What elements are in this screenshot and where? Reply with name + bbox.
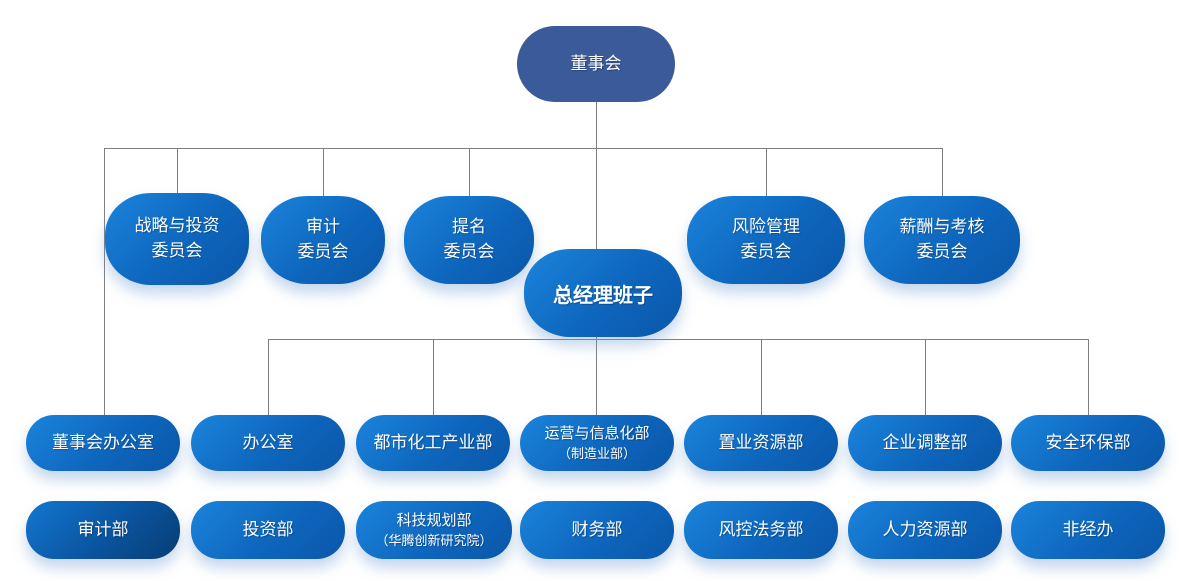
node-urban-chemical-industry-dept: 都市化工产业部 (356, 415, 510, 471)
connector-drop-compensation-committee (942, 148, 943, 196)
node-hr-dept: 人力资源部 (848, 501, 1002, 559)
node-sublabel: （制造业部） (557, 446, 636, 462)
node-label: 非经办 (1062, 519, 1114, 539)
node-label: 审计 (306, 217, 340, 237)
connector-drop-risk-committee (766, 148, 767, 196)
node-tech-planning-dept: 科技规划部 （华腾创新研究院） (356, 501, 512, 559)
node-safety-environment-dept: 安全环保部 (1011, 415, 1165, 471)
node-label: 财务部 (571, 519, 623, 539)
node-label: 董事会办公室 (52, 432, 154, 452)
node-board-office: 董事会办公室 (26, 415, 180, 471)
connector-drop-gm (596, 148, 597, 249)
node-label: 企业调整部 (882, 432, 968, 452)
node-audit-committee: 审计 委员会 (261, 196, 385, 284)
node-label-line2: 委员会 (443, 242, 495, 261)
node-board: 董事会 (517, 26, 675, 102)
connector-drop-urban-chemical (433, 339, 434, 415)
node-label: 战略与投资 (134, 216, 220, 236)
connector-mid-horizontal (268, 339, 1088, 340)
node-risk-legal-dept: 风控法务部 (684, 501, 838, 559)
node-operations-informatization-dept: 运营与信息化部 （制造业部） (520, 415, 674, 471)
node-strategy-investment-committee: 战略与投资 委员会 (105, 193, 249, 285)
node-label: 风控法务部 (718, 519, 804, 539)
connector-root-down (596, 102, 597, 148)
node-label: 运营与信息化部 (544, 425, 650, 443)
node-label: 都市化工产业部 (373, 432, 493, 452)
node-investment-dept: 投资部 (191, 501, 345, 559)
node-label: 董事会 (570, 53, 622, 73)
connector-drop-audit-committee (323, 148, 324, 196)
node-audit-dept: 审计部 (26, 501, 180, 559)
connector-drop-office (268, 339, 269, 415)
node-label: 置业资源部 (718, 432, 804, 452)
node-label: 科技规划部 (396, 512, 472, 530)
node-label: 投资部 (242, 519, 294, 539)
node-realty-resources-dept: 置业资源部 (684, 415, 838, 471)
node-label-line2: 委员会 (297, 242, 349, 261)
node-label: 薪酬与考核 (899, 217, 985, 237)
node-risk-management-committee: 风险管理 委员会 (687, 196, 845, 284)
node-general-manager-team: 总经理班子 (524, 249, 682, 337)
node-label-line2: 委员会 (916, 242, 968, 261)
node-label: 提名 (452, 217, 486, 237)
node-label: 办公室 (242, 432, 294, 452)
node-office: 办公室 (191, 415, 345, 471)
node-enterprise-adjustment-dept: 企业调整部 (848, 415, 1002, 471)
connector-drop-nomination-committee (469, 148, 470, 196)
node-label: 总经理班子 (553, 284, 653, 307)
connector-drop-strategy-committee (177, 148, 178, 193)
node-compensation-assessment-committee: 薪酬与考核 委员会 (864, 196, 1020, 284)
node-label: 审计部 (77, 519, 129, 539)
connector-drop-operations (596, 337, 597, 415)
connector-drop-safety (1088, 339, 1089, 415)
node-sublabel: （华腾创新研究院） (375, 533, 493, 549)
node-non-operating-office: 非经办 (1011, 501, 1165, 559)
connector-drop-realty (761, 339, 762, 415)
connector-left-long-board-office (104, 148, 105, 415)
node-label-line2: 委员会 (740, 242, 792, 261)
connector-top-horizontal (104, 148, 943, 149)
node-nomination-committee: 提名 委员会 (404, 196, 534, 284)
node-label: 人力资源部 (882, 519, 968, 539)
connector-drop-enterprise-adjustment (925, 339, 926, 415)
node-label: 安全环保部 (1045, 432, 1131, 452)
node-label-line2: 委员会 (151, 241, 203, 260)
node-label: 风险管理 (732, 217, 800, 237)
node-finance-dept: 财务部 (520, 501, 674, 559)
